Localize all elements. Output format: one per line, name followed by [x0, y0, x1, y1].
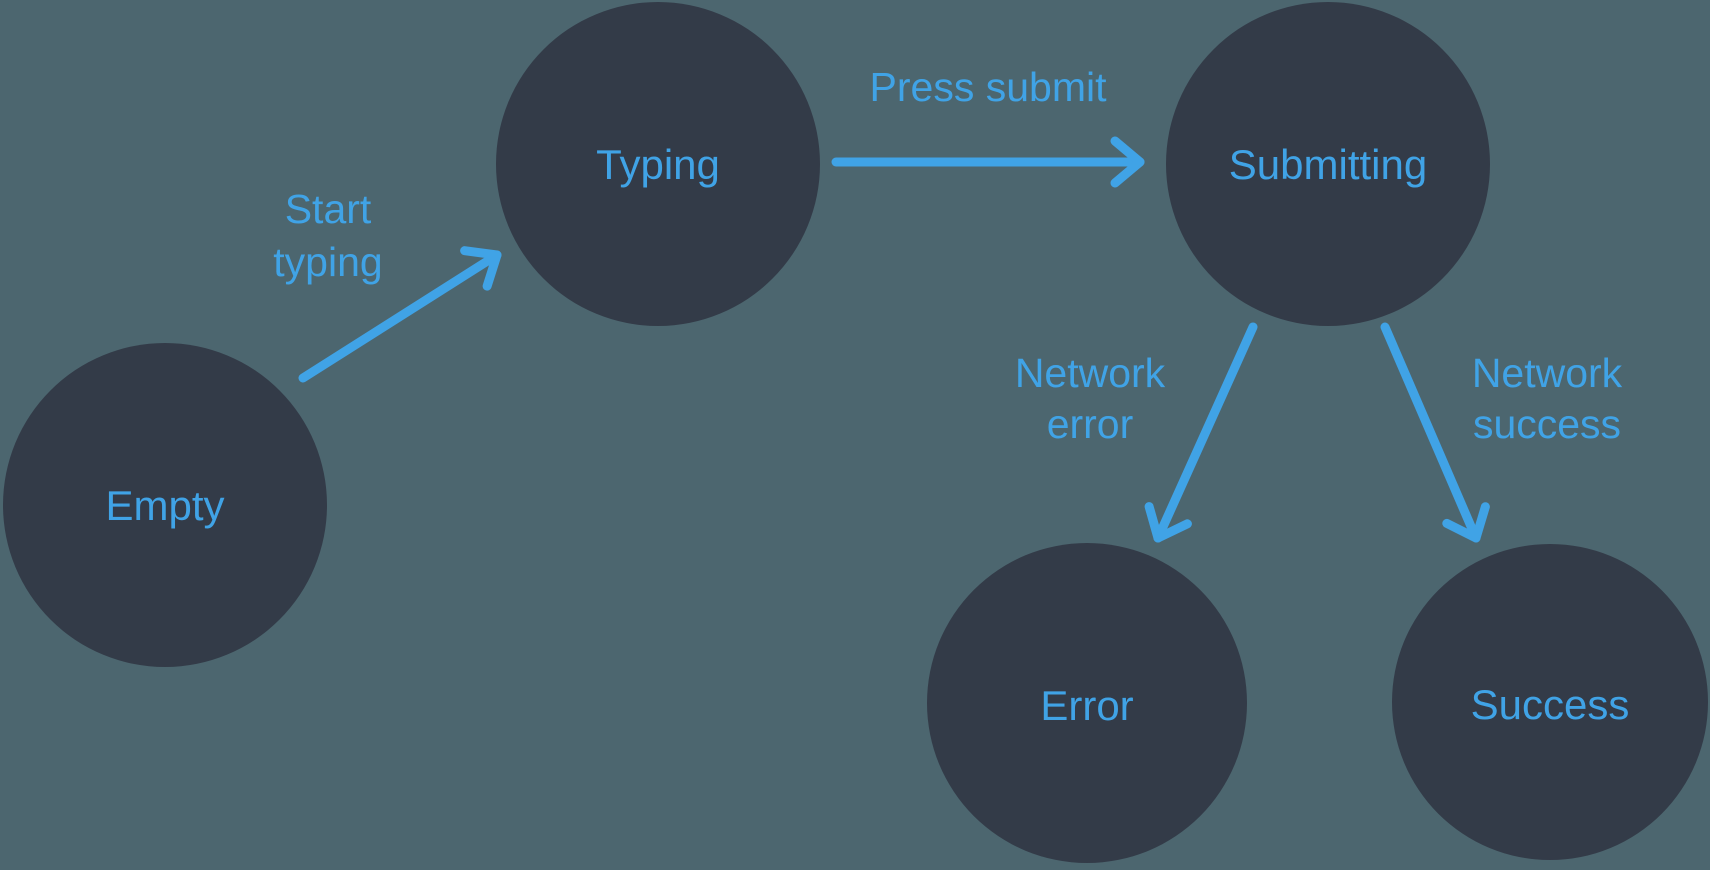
- edge-label-network-success-line1: Network: [1472, 350, 1623, 396]
- edge-label-network-error-line1: Network: [1015, 350, 1166, 396]
- edge-submitting-to-success: [1380, 322, 1490, 543]
- edge-label-network-success: Network success: [1472, 350, 1623, 447]
- state-node-success: Success: [1392, 544, 1708, 860]
- state-node-empty-label: Empty: [105, 482, 224, 529]
- edge-label-start-typing: Start typing: [273, 186, 382, 285]
- state-node-typing-circle: [496, 2, 820, 326]
- state-node-submitting-circle: [1166, 2, 1490, 326]
- state-node-error: Error: [927, 543, 1247, 863]
- state-node-error-circle: [927, 543, 1247, 863]
- state-node-empty: Empty: [3, 343, 327, 667]
- state-node-success-label: Success: [1471, 681, 1630, 728]
- state-node-typing: Typing: [496, 2, 820, 326]
- edge-empty-to-typing: [298, 246, 502, 383]
- state-node-success-circle: [1392, 544, 1708, 860]
- edge-submitting-to-error: [1144, 322, 1258, 543]
- edge-label-network-error: Network error: [1015, 350, 1166, 447]
- edge-label-start-typing-line2: typing: [273, 239, 382, 285]
- state-node-submitting-label: Submitting: [1229, 141, 1427, 188]
- edge-label-network-success-line2: success: [1473, 401, 1621, 447]
- edge-label-press-submit: Press submit: [870, 64, 1108, 110]
- state-node-empty-circle: [3, 343, 327, 667]
- edge-label-network-error-line2: error: [1047, 401, 1134, 447]
- state-node-submitting: Submitting: [1166, 2, 1490, 326]
- state-node-error-label: Error: [1040, 682, 1133, 729]
- edge-label-start-typing-line1: Start: [285, 186, 372, 232]
- state-node-typing-label: Typing: [596, 141, 720, 188]
